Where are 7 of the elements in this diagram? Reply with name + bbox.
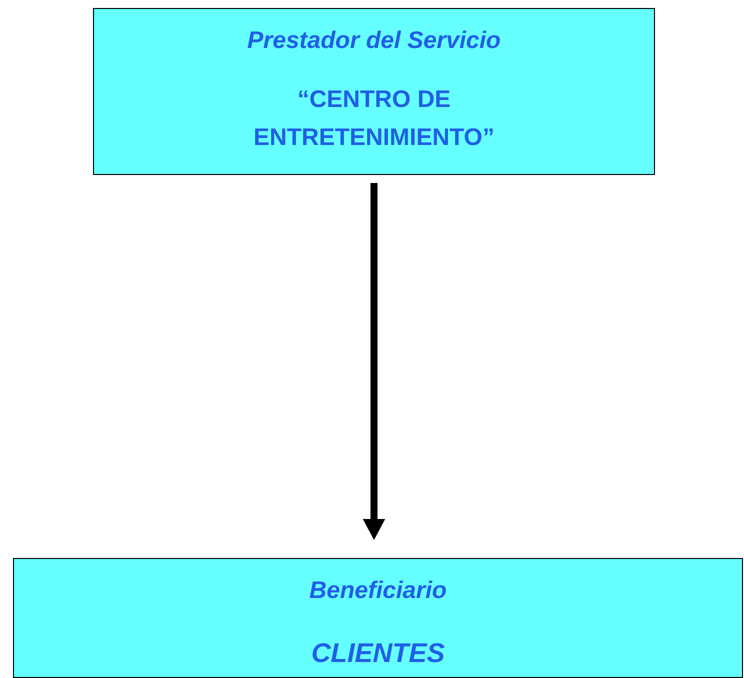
role-heading: Prestador del Servicio: [247, 26, 501, 56]
role-heading: Beneficiario: [309, 576, 447, 606]
arrow: [362, 183, 386, 540]
entity-name: CLIENTES: [311, 637, 445, 670]
process-box: [13, 558, 743, 678]
entity-name: “CENTRO DE ENTRETENIMIENTO”: [252, 85, 496, 153]
process-box: [93, 8, 655, 175]
